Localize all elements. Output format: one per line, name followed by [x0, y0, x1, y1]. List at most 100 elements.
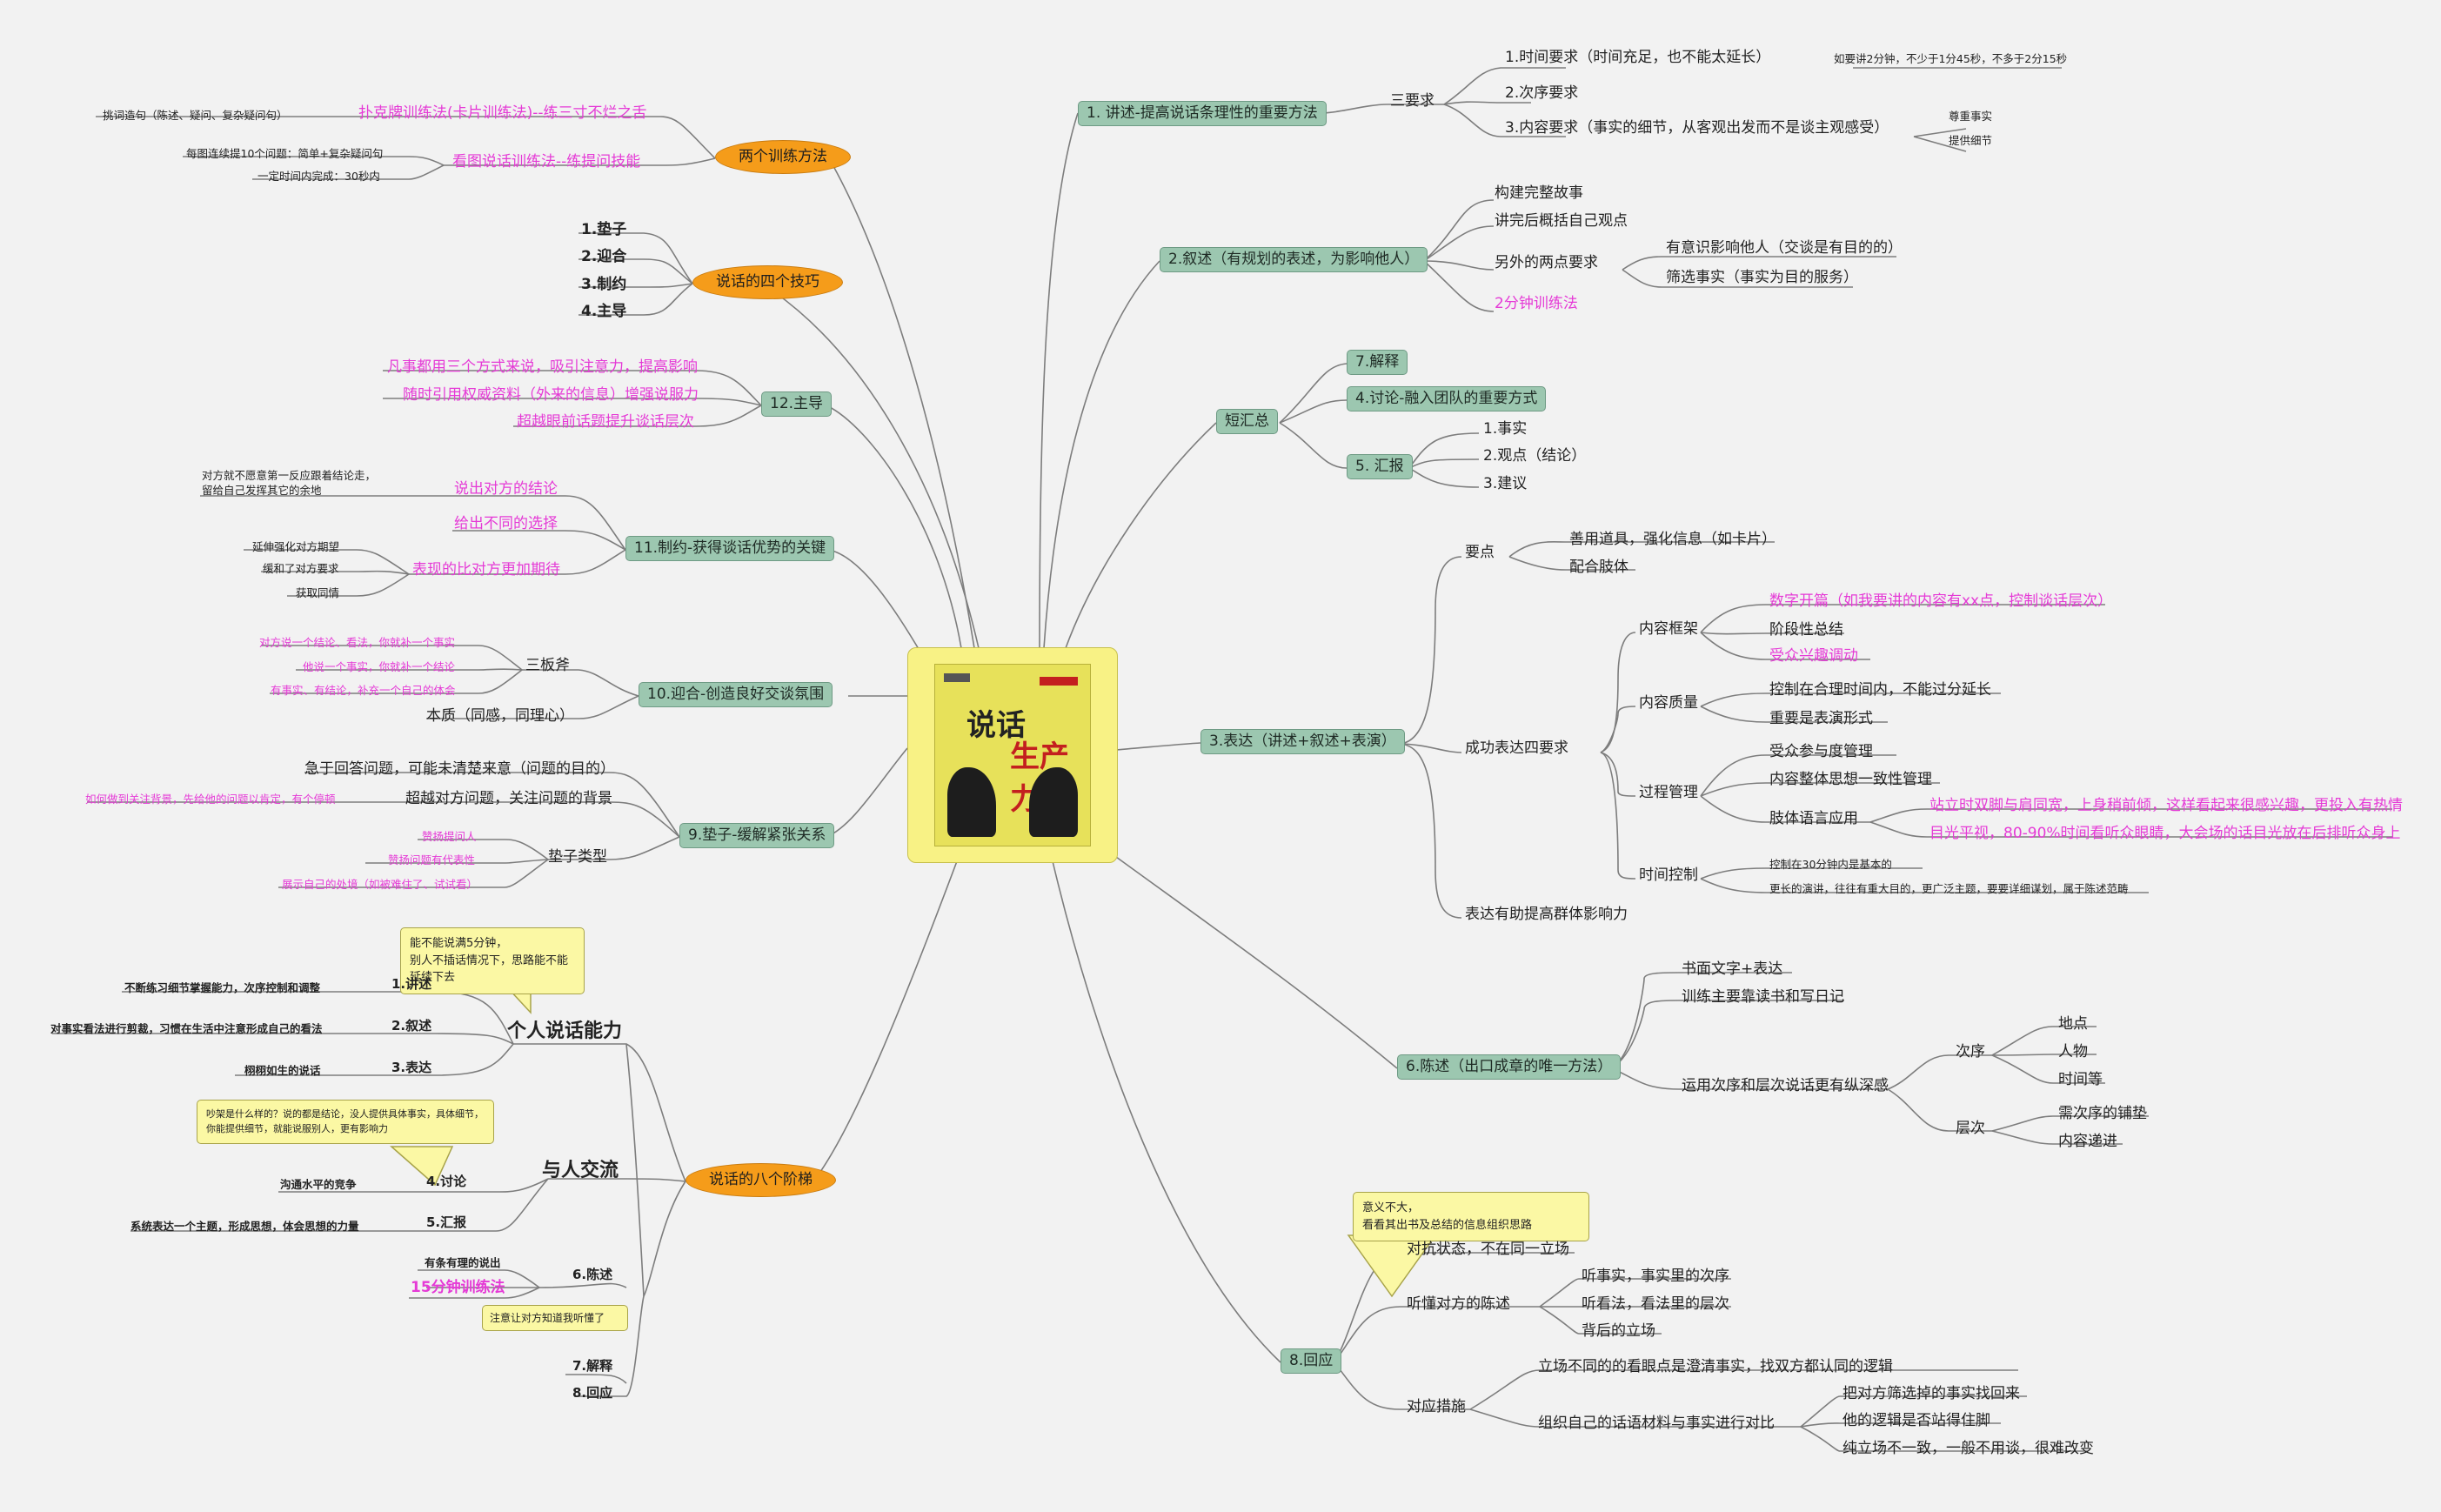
- l4-item-2[interactable]: 给出不同的选择: [454, 515, 558, 532]
- l5-axe[interactable]: 三板斧: [525, 657, 570, 674]
- l7-p2-note[interactable]: 对事实看法进行剪裁，习惯在生活中注意形成自己的看法: [50, 1022, 323, 1035]
- center-topic-book-cover[interactable]: 说话 生产力: [907, 647, 1118, 863]
- r6-order-3[interactable]: 时间等: [2058, 1071, 2103, 1088]
- l5-axe-2[interactable]: 他说一个事实，你就补一个结论: [303, 660, 456, 673]
- r3-process-1[interactable]: 受众参与度管理: [1769, 743, 1873, 760]
- l6-types-1[interactable]: 赞扬提问人: [422, 830, 477, 843]
- l6-types[interactable]: 垫子类型: [548, 848, 607, 866]
- r3-points-1[interactable]: 善用道具，强化信息（如卡片）: [1569, 531, 1776, 548]
- r6-item-1[interactable]: 书面文字+表达: [1682, 960, 1783, 978]
- branch-2[interactable]: 2.叙述（有规划的表述，为影响他人）: [1160, 247, 1428, 272]
- r3-quality[interactable]: 内容质量: [1639, 694, 1698, 712]
- rs-report-3[interactable]: 3.建议: [1483, 475, 1528, 492]
- l7-callout-1[interactable]: 能不能说满5分钟， 别人不插话情况下，思路能不能延续下去: [400, 927, 585, 994]
- r1-item-1[interactable]: 1.时间要求（时间充足，也不能太延长）: [1505, 49, 1771, 66]
- r8-item-3a[interactable]: 立场不同的的看眼点是澄清事实，找双方都认同的逻辑: [1538, 1358, 1893, 1375]
- l3-item-3[interactable]: 超越眼前话题提升谈话层次: [517, 413, 694, 431]
- l7-p7[interactable]: 7.解释: [572, 1358, 613, 1374]
- l1-item-1[interactable]: 扑克牌训练法(卡片训练法)--练三寸不烂之舌: [358, 104, 647, 122]
- l1-item-2[interactable]: 看图说话训练法--练提问技能: [452, 153, 641, 171]
- l7-p3[interactable]: 3.表达: [391, 1060, 432, 1075]
- r6-level-1[interactable]: 需次序的铺垫: [2058, 1105, 2147, 1122]
- l7-p2[interactable]: 2.叙述: [391, 1018, 432, 1034]
- r1-three-req[interactable]: 三要求: [1390, 92, 1435, 110]
- r3-time-1[interactable]: 控制在30分钟内是基本的: [1769, 858, 1892, 871]
- r8-callout[interactable]: 意义不大， 看看其出书及总结的信息组织思路: [1353, 1192, 1589, 1241]
- r3-framework[interactable]: 内容框架: [1639, 620, 1698, 638]
- r3-points[interactable]: 要点: [1465, 544, 1495, 561]
- r3-time[interactable]: 时间控制: [1639, 866, 1698, 884]
- l6-item-2[interactable]: 超越对方问题，关注问题的背景: [405, 790, 612, 807]
- r8-item-2[interactable]: 听懂对方的陈述: [1407, 1295, 1510, 1313]
- l4-item-3-note-a[interactable]: 延伸强化对方期望: [252, 540, 340, 553]
- branch-four-skills[interactable]: 说话的四个技巧: [692, 265, 843, 299]
- l2-item-3[interactable]: 3.制约: [581, 276, 627, 293]
- r3-process-2[interactable]: 内容整体思想一致性管理: [1769, 771, 1932, 788]
- r3-process-3a[interactable]: 站立时双脚与肩同宽，上身稍前倾，这样看起来很感兴趣，更投入有热情: [1929, 797, 2403, 814]
- r6-order[interactable]: 次序: [1956, 1043, 1985, 1060]
- rs-report-1[interactable]: 1.事实: [1483, 420, 1528, 438]
- rs-report-2[interactable]: 2.观点（结论）: [1483, 447, 1587, 465]
- l7-p1[interactable]: 1.讲述: [391, 976, 432, 992]
- r8-item-3b2[interactable]: 他的逻辑是否站得住脚: [1842, 1412, 1990, 1429]
- l6-item-1[interactable]: 急于回答问题，可能未清楚来意（问题的目的）: [304, 760, 615, 778]
- branch-11[interactable]: 11.制约-获得谈话优势的关键: [625, 536, 835, 561]
- l2-item-1[interactable]: 1.垫子: [581, 221, 627, 238]
- l6-types-3[interactable]: 展示自己的处境（如被难住了、试试看）: [282, 878, 478, 891]
- r3-framework-1[interactable]: 数字开篇（如我要讲的内容有xx点，控制谈话层次）: [1769, 592, 2113, 610]
- r3-points-2[interactable]: 配合肢体: [1569, 559, 1628, 576]
- r8-item-3[interactable]: 对应措施: [1407, 1398, 1466, 1415]
- r3-four-req[interactable]: 成功表达四要求: [1465, 739, 1568, 757]
- r6-order-1[interactable]: 地点: [2058, 1015, 2088, 1033]
- l5-axe-3[interactable]: 有事实、有结论，补充一个自己的体会: [271, 684, 456, 697]
- r6-level-2[interactable]: 内容递进: [2058, 1133, 2117, 1150]
- l7-p4-note[interactable]: 沟通水平的竞争: [280, 1178, 357, 1191]
- l4-item-1[interactable]: 说出对方的结论: [454, 480, 558, 498]
- l7-p5[interactable]: 5.汇报: [426, 1214, 467, 1230]
- l1-item-1-note[interactable]: 挑词造句（陈述、疑问、复杂疑问句）: [103, 109, 288, 122]
- r6-item-3[interactable]: 运用次序和层次说话更有纵深感: [1682, 1077, 1889, 1094]
- r3-influence[interactable]: 表达有助提高群体影响力: [1465, 906, 1628, 923]
- r2-item-3b[interactable]: 筛选事实（事实为目的服务）: [1666, 269, 1858, 286]
- branch-9[interactable]: 9.垫子-缓解紧张关系: [679, 823, 835, 848]
- l1-item-2-note-a[interactable]: 每图连续提10个问题：简单+复杂疑问句: [186, 147, 384, 160]
- l4-item-3[interactable]: 表现的比对方更加期待: [412, 561, 560, 579]
- r1-item-3-note-b[interactable]: 提供细节: [1949, 134, 1993, 147]
- l7-p6[interactable]: 6.陈述: [572, 1267, 613, 1282]
- l7-p4[interactable]: 4.讨论: [426, 1174, 467, 1189]
- l7-p8[interactable]: 8.回应: [572, 1385, 613, 1401]
- r3-quality-2[interactable]: 重要是表演形式: [1769, 710, 1873, 727]
- r8-item-1[interactable]: 对抗状态，不在同一立场: [1407, 1241, 1569, 1258]
- l3-item-2[interactable]: 随时引用权威资料（外来的信息）增强说服力: [403, 386, 699, 404]
- r3-framework-3[interactable]: 受众兴趣调动: [1769, 647, 1858, 665]
- l7-p6-method[interactable]: 15分钟训练法: [411, 1279, 505, 1296]
- r6-level[interactable]: 层次: [1956, 1120, 1985, 1137]
- r2-item-4[interactable]: 2分钟训练法: [1495, 295, 1578, 312]
- l4-item-1-note-b[interactable]: 留给自己发挥其它的余地: [202, 484, 322, 497]
- r3-process-3[interactable]: 肢体语言应用: [1769, 810, 1858, 827]
- l7-p3-note[interactable]: 栩栩如生的说话: [244, 1064, 321, 1077]
- l7-callout-2[interactable]: 吵架是什么样的？说的都是结论，没人提供具体事实，具体细节， 你能提供细节，就能说…: [197, 1100, 494, 1144]
- branch-8[interactable]: 8.回应: [1281, 1348, 1342, 1374]
- r8-item-3b3[interactable]: 纯立场不一致，一般不用谈，很难改变: [1842, 1440, 2094, 1457]
- l5-essence[interactable]: 本质（同感，同理心）: [426, 707, 574, 725]
- r3-process-3b[interactable]: 目光平视，80-90%时间看听众眼睛，大会场的话目光放在后排听众身上: [1929, 825, 2401, 842]
- r1-item-3[interactable]: 3.内容要求（事实的细节，从客观出发而不是谈主观感受）: [1505, 119, 1889, 137]
- r8-item-3b1[interactable]: 把对方筛选掉的事实找回来: [1842, 1385, 2020, 1402]
- branch-12[interactable]: 12.主导: [761, 391, 833, 417]
- rs-discuss[interactable]: 4.讨论-融入团队的重要方式: [1347, 386, 1547, 411]
- l4-item-3-note-c[interactable]: 获取同情: [296, 586, 340, 599]
- l7-callout-3[interactable]: 注意让对方知道我听懂了: [482, 1305, 628, 1331]
- branch-two-methods[interactable]: 两个训练方法: [715, 140, 851, 174]
- l7-p1-note[interactable]: 不断练习细节掌握能力，次序控制和调整: [124, 981, 321, 994]
- r8-item-2b[interactable]: 听看法，看法里的层次: [1582, 1295, 1729, 1313]
- branch-6[interactable]: 6.陈述（出口成章的唯一方法）: [1397, 1054, 1622, 1080]
- r1-item-3-note-a[interactable]: 尊重事实: [1949, 110, 1993, 123]
- l5-axe-1[interactable]: 对方说一个结论、看法，你就补一个事实: [259, 636, 456, 649]
- l7-personal[interactable]: 个人说话能力: [507, 1020, 623, 1042]
- r2-item-2[interactable]: 讲完后概括自己观点: [1495, 212, 1628, 230]
- rs-explain[interactable]: 7.解释: [1347, 350, 1408, 375]
- r8-item-2a[interactable]: 听事实，事实里的次序: [1582, 1268, 1729, 1285]
- r2-item-3a[interactable]: 有意识影响他人（交谈是有目的的）: [1666, 239, 1903, 257]
- r2-item-3[interactable]: 另外的两点要求: [1495, 254, 1598, 271]
